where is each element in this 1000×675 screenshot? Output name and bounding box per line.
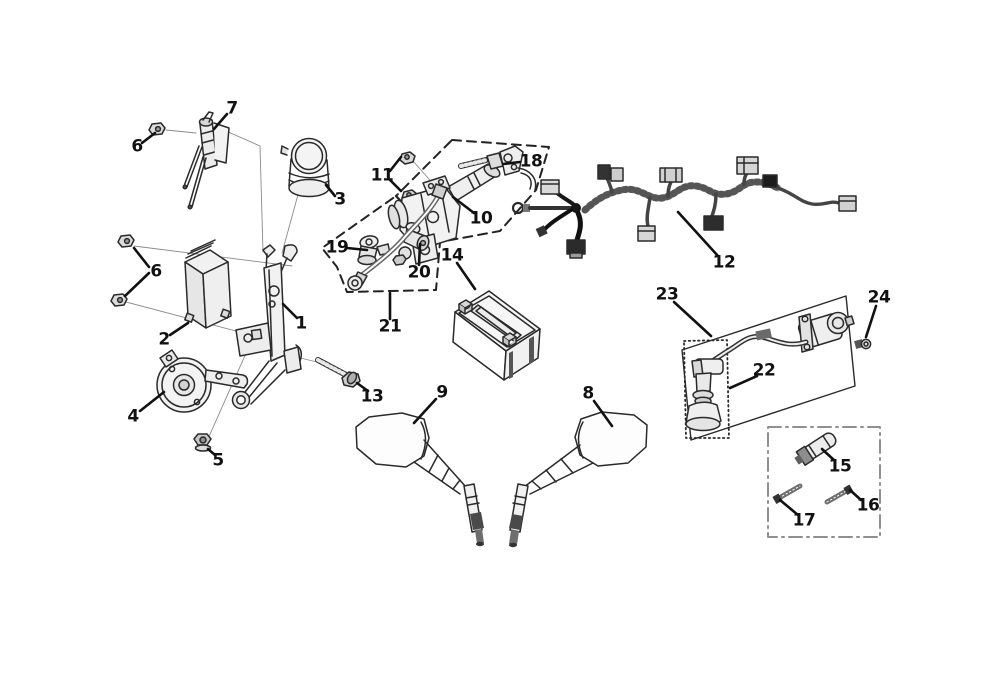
battery-handle (470, 304, 522, 342)
callout-18: 18 (519, 151, 543, 172)
spark-plug-cap (685, 358, 724, 432)
horn (156, 349, 249, 452)
callout-2: 2 (158, 329, 170, 350)
plug-cap-dotted-box (683, 339, 730, 439)
callout-21: 21 (378, 316, 402, 337)
callout-24: 24 (867, 287, 891, 308)
brake-hose (347, 183, 448, 291)
callout-16: 16 (856, 495, 880, 516)
callout-19: 19 (325, 237, 349, 258)
callout-23: 23 (655, 284, 679, 305)
ignition-coil-assembly (681, 295, 872, 441)
callout-20: 20 (407, 262, 431, 283)
screw-17 (772, 483, 803, 504)
wire-harness (511, 156, 857, 259)
callout-1: 1 (295, 313, 307, 334)
cdi-unit (110, 234, 232, 329)
callout-5: 5 (212, 450, 224, 471)
chain-line-box (767, 426, 881, 538)
clip-24 (854, 338, 872, 350)
resistor-sensor (148, 111, 230, 210)
left-mirror (355, 412, 484, 547)
callout-14: 14 (440, 245, 464, 266)
battery (452, 290, 541, 381)
leader-lines (123, 112, 878, 517)
callout-10: 10 (469, 208, 493, 229)
screw-16 (824, 484, 854, 505)
callout-6-top: 6 (131, 136, 143, 157)
callout-6-mid: 6 (150, 261, 162, 282)
mount-bracket (231, 244, 303, 410)
callout-13: 13 (360, 386, 384, 407)
flange-bolt-13 (315, 357, 361, 388)
callout-8: 8 (582, 383, 594, 404)
callout-17: 17 (792, 510, 816, 531)
small-parts-box (767, 426, 881, 538)
callout-12: 12 (712, 252, 736, 273)
right-mirror (509, 411, 648, 548)
callout-22: 22 (752, 360, 776, 381)
callout-15: 15 (828, 456, 852, 477)
callout-3: 3 (334, 189, 346, 210)
relay-cylinder (280, 137, 330, 198)
callout-4: 4 (127, 406, 139, 427)
callout-7: 7 (226, 98, 238, 119)
callout-9: 9 (436, 382, 448, 403)
callout-11: 11 (370, 165, 394, 186)
